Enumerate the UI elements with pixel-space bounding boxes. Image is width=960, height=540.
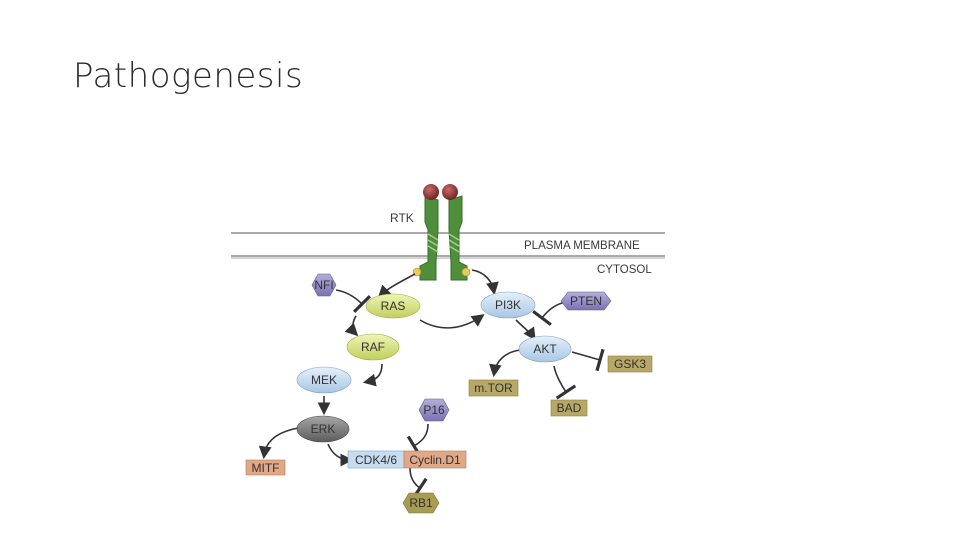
gsk3-node: GSK3 — [607, 355, 653, 373]
p16-node: P16 — [418, 398, 450, 422]
svg-text:MITF: MITF — [252, 461, 280, 475]
raf-node: RAF — [346, 333, 400, 361]
mitf-node: MITF — [245, 459, 286, 476]
svg-text:P16: P16 — [423, 403, 445, 417]
svg-text:CDK4/6: CDK4/6 — [355, 453, 397, 467]
pathway-edges — [258, 269, 605, 499]
rtk-receptor — [412, 195, 471, 281]
svg-text:PI3K: PI3K — [495, 298, 521, 312]
svg-text:NFI: NFI — [314, 278, 333, 292]
svg-text:m.TOR: m.TOR — [474, 381, 513, 395]
ligand — [423, 184, 458, 200]
cdk46-node: CDK4/6 — [347, 450, 405, 469]
ras-node: RAS — [365, 293, 421, 319]
plasma-membrane — [231, 232, 665, 259]
svg-text:RB1: RB1 — [409, 496, 433, 510]
erk-node: ERK — [296, 415, 350, 443]
mtor-node: m.TOR — [468, 379, 519, 397]
svg-text:PTEN: PTEN — [570, 294, 602, 308]
svg-text:Cyclin.D1: Cyclin.D1 — [409, 453, 461, 467]
rb1-node: RB1 — [402, 492, 440, 514]
pten-node: PTEN — [560, 291, 612, 311]
svg-text:RAS: RAS — [381, 299, 406, 313]
slide-title: Pathogenesis — [73, 56, 304, 96]
rtk-label: RTK — [390, 211, 414, 225]
mek-node: MEK — [296, 366, 352, 394]
svg-text:GSK3: GSK3 — [614, 357, 646, 371]
plasma-membrane-label: PLASMA MEMBRANE — [524, 240, 640, 252]
svg-text:RAF: RAF — [361, 340, 385, 354]
svg-text:ERK: ERK — [311, 422, 336, 436]
svg-text:BAD: BAD — [557, 401, 582, 415]
cytosol-label: CYTOSOL — [597, 264, 652, 276]
bad-node: BAD — [550, 399, 588, 417]
pi3k-node: PI3K — [480, 291, 536, 319]
svg-text:MEK: MEK — [311, 373, 337, 387]
nf1-node: NFI — [311, 273, 337, 297]
akt-node: AKT — [518, 335, 572, 363]
cyclind1-node: Cyclin.D1 — [403, 450, 467, 469]
svg-text:AKT: AKT — [533, 342, 557, 356]
